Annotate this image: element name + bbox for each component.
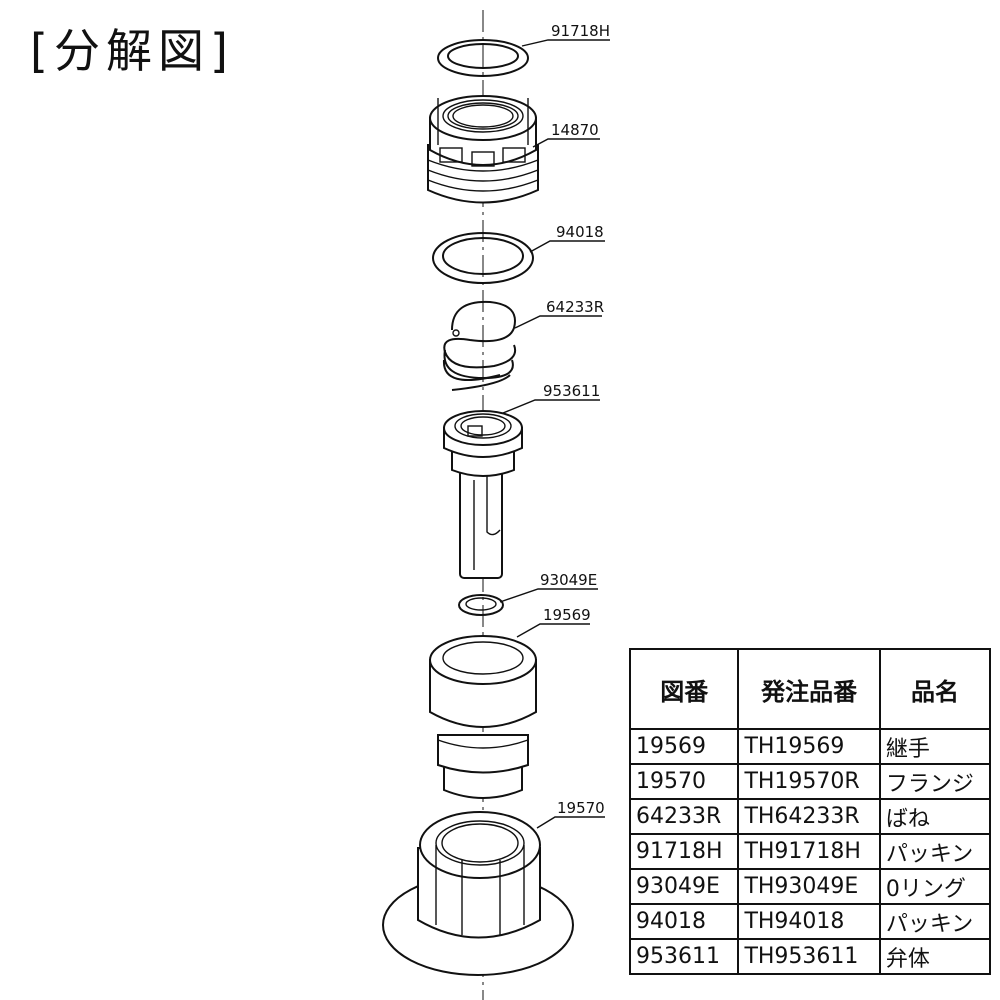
cell-figure-no: 19569 (628, 728, 740, 765)
header-figure-no: 図番 (628, 648, 740, 730)
header-order-no: 発注品番 (737, 648, 881, 730)
part-94018-packing (432, 232, 534, 284)
part-91718h-packing (437, 39, 529, 77)
cell-figure-no: 953611 (628, 938, 740, 975)
cell-figure-no: 93049E (628, 868, 740, 905)
cell-part-name: パッキン (878, 833, 992, 870)
table-row: 94018 TH94018 パッキン (628, 903, 992, 940)
cell-figure-no: 94018 (628, 903, 740, 940)
cell-part-name: 0リング (878, 868, 992, 905)
callout-93049e: 93049E (540, 571, 597, 589)
cell-order-no: TH64233R (737, 798, 881, 835)
cell-order-no: TH93049E (737, 868, 881, 905)
part-19570-flange (382, 811, 574, 976)
callout-64233r: 64233R (546, 298, 604, 316)
cell-order-no: TH94018 (737, 903, 881, 940)
cell-order-no: TH19570R (737, 763, 881, 800)
part-19569-joint (429, 635, 537, 799)
cell-figure-no: 19570 (628, 763, 740, 800)
table-row: 19569 TH19569 継手 (628, 728, 992, 765)
part-93049e-oring (458, 594, 504, 616)
header-part-name: 品名 (878, 648, 992, 730)
table-row: 93049E TH93049E 0リング (628, 868, 992, 905)
table-row: 64233R TH64233R ばね (628, 798, 992, 835)
part-14870-nut (427, 95, 539, 204)
callout-19569: 19569 (543, 606, 591, 624)
table-row: 91718H TH91718H パッキン (628, 833, 992, 870)
cell-figure-no: 64233R (628, 798, 740, 835)
parts-table: 図番 発注品番 品名 19569 TH19569 継手 19570 TH1957… (628, 648, 992, 975)
part-953611-valve (443, 410, 523, 579)
cell-order-no: TH953611 (737, 938, 881, 975)
table-row: 19570 TH19570R フランジ (628, 763, 992, 800)
callout-953611: 953611 (543, 382, 600, 400)
cell-part-name: パッキン (878, 903, 992, 940)
callout-94018: 94018 (556, 223, 604, 241)
cell-part-name: フランジ (878, 763, 992, 800)
cell-part-name: 継手 (878, 728, 992, 765)
cell-order-no: TH19569 (737, 728, 881, 765)
table-row: 953611 TH953611 弁体 (628, 938, 992, 975)
cell-part-name: ばね (878, 798, 992, 835)
leader-lines (499, 39, 610, 829)
diagram-title: [分解図] (30, 24, 234, 78)
cell-figure-no: 91718H (628, 833, 740, 870)
callout-14870: 14870 (551, 121, 599, 139)
part-64233r-spring (442, 300, 516, 391)
cell-order-no: TH91718H (737, 833, 881, 870)
callout-91718h: 91718H (551, 22, 610, 40)
cell-part-name: 弁体 (878, 938, 992, 975)
table-header-row: 図番 発注品番 品名 (628, 648, 992, 730)
callout-19570: 19570 (557, 799, 605, 817)
